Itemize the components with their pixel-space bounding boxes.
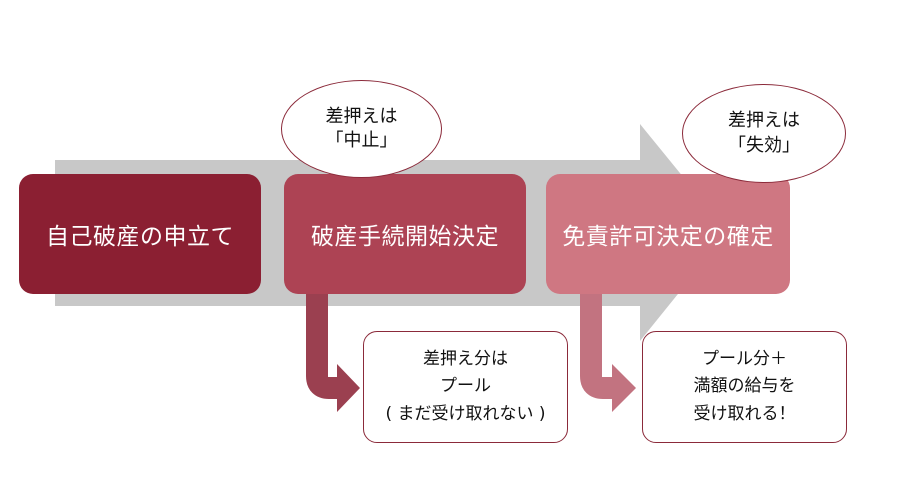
callout-suspension: 差押えは 「中止」 [281,80,442,178]
callout-line: 「失効」 [728,134,800,156]
hook-arrow-right [580,294,636,412]
note-line: プール分＋ [702,349,787,370]
stage-label: 破産手続開始決定 [311,224,499,250]
callout-line: 差押えは [728,110,800,132]
callout-line: 差押えは [325,105,398,127]
hook-arrow-left [306,294,360,412]
stage-bankruptcy-petition: 自己破産の申立て [19,174,261,294]
stage-label: 自己破産の申立て [46,224,234,250]
note-line: ( まだ受け取れない ) [385,403,546,424]
note-line: プール [440,376,491,397]
note-line: 受け取れる！ [693,403,796,424]
callout-line: 「中止」 [325,130,398,151]
note-line: 差押え分は [423,349,508,370]
stage-discharge-confirmation: 免責許可決定の確定 [546,174,790,294]
note-pooled-garnishment: 差押え分は プール ( まだ受け取れない ) [363,331,568,443]
callout-invalidation: 差押えは 「失効」 [682,84,846,183]
stage-label: 免責許可決定の確定 [562,224,774,250]
stage-bankruptcy-commencement-decision: 破産手続開始決定 [284,174,526,294]
note-line: 満額の給与を [693,376,796,397]
note-full-salary: プール分＋ 満額の給与を 受け取れる！ [642,331,847,443]
